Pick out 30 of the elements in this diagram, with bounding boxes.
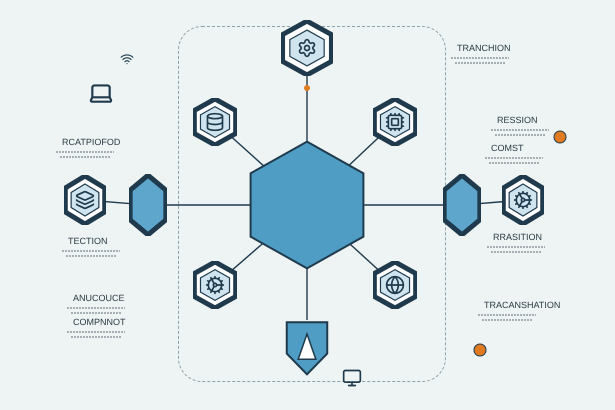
connector-line bbox=[350, 244, 380, 272]
connector-line bbox=[480, 200, 504, 204]
label-text: COMST bbox=[491, 142, 524, 154]
hexagon-node bbox=[193, 261, 237, 309]
label-text: TECTION bbox=[68, 235, 108, 247]
connector-line bbox=[230, 136, 264, 166]
connector-line bbox=[363, 204, 444, 206]
label-text: RESSION bbox=[497, 114, 538, 126]
shield-node bbox=[285, 320, 329, 376]
connector-line bbox=[306, 74, 308, 142]
connector-line bbox=[166, 204, 251, 206]
label-text: TRACANSHATION bbox=[484, 299, 560, 311]
hexagon-node bbox=[373, 261, 417, 309]
label-text: TRANCHION bbox=[457, 42, 510, 54]
label-text: RRASITION bbox=[493, 231, 542, 243]
label-text: RCATPIOFOD bbox=[62, 136, 120, 148]
hexagon-node bbox=[443, 174, 481, 236]
hexagon-node bbox=[281, 20, 333, 76]
connector-line bbox=[348, 136, 380, 166]
hexagon-node bbox=[247, 139, 367, 271]
hexagon-node bbox=[373, 98, 417, 146]
connector-line bbox=[306, 268, 308, 320]
hexagon-node bbox=[502, 175, 544, 225]
label-text: ANUCOUCE bbox=[73, 292, 125, 304]
hexagon-node bbox=[129, 174, 167, 236]
hexagon-node bbox=[193, 98, 237, 146]
label-text: COMPNNOT bbox=[73, 316, 126, 328]
connector-line bbox=[104, 200, 130, 204]
connector-line bbox=[230, 242, 264, 272]
hexagon-node bbox=[64, 175, 106, 225]
